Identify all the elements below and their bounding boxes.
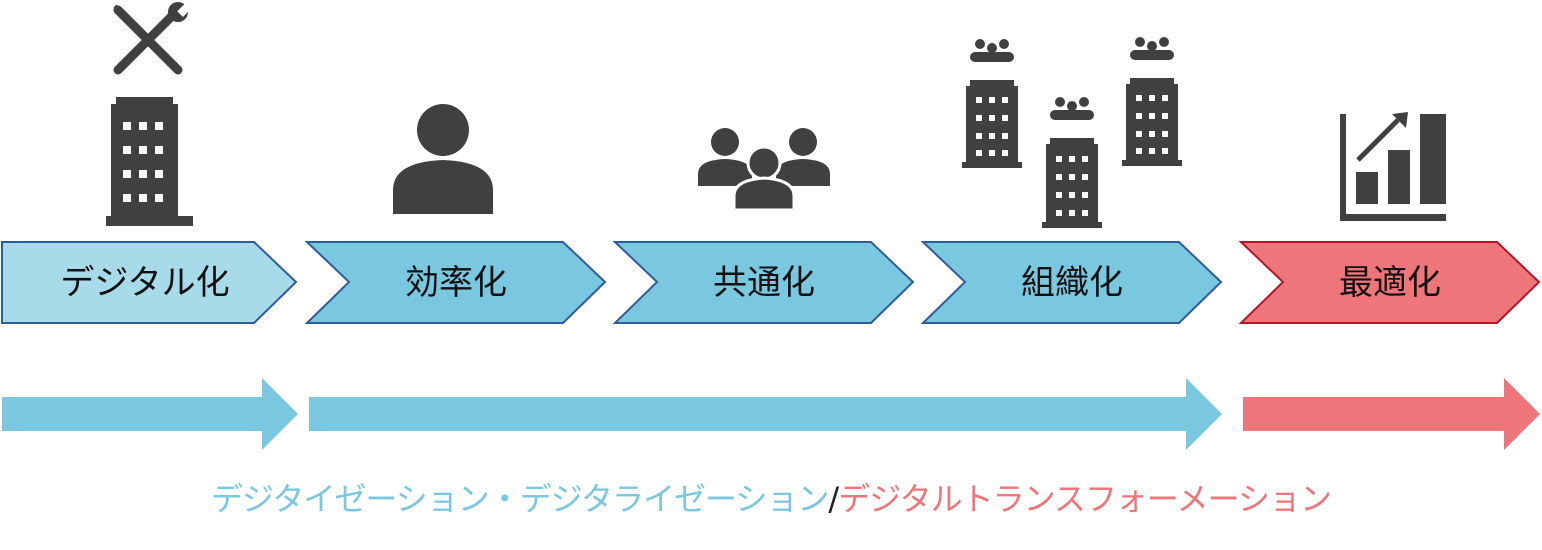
step-chevrons: デジタル化 効率化 共通化 組織化 最適化	[1, 241, 1541, 324]
step-digitalization: デジタル化	[1, 241, 298, 324]
step-organization: 組織化	[920, 241, 1223, 324]
flow-arrow-digitization	[2, 378, 298, 450]
step-shape	[304, 241, 607, 324]
caption-digitization-term: デジタイゼーション・デジタライゼーション	[210, 480, 829, 518]
person-icon	[393, 104, 493, 214]
step-shape	[1238, 241, 1541, 324]
caption-separator: /	[828, 480, 839, 518]
step-shape	[1, 241, 298, 324]
caption-transformation-term: デジタルトランスフォーメーション	[838, 480, 1332, 518]
flow-arrow-transformation	[1243, 378, 1540, 450]
tools-building-icon	[106, 2, 193, 226]
step-efficiency: 効率化	[304, 241, 607, 324]
flow-arrow-digitalization	[309, 378, 1222, 450]
step-label: 効率化	[405, 263, 507, 303]
step-label: デジタル化	[60, 263, 229, 303]
people-group-icon	[698, 128, 830, 212]
step-label: 組織化	[1021, 263, 1123, 303]
step-label: 共通化	[713, 263, 815, 303]
office-building-icon	[106, 97, 193, 226]
wrench-screwdriver-icon	[113, 2, 192, 75]
step-shape	[612, 241, 915, 324]
flow-arrows	[2, 378, 1540, 450]
step-shape	[920, 241, 1223, 324]
step-optimization: 最適化	[1238, 241, 1541, 324]
growth-chart-icon	[1340, 112, 1446, 221]
organization-buildings-icon	[962, 37, 1182, 228]
step-standardization: 共通化	[612, 241, 915, 324]
step-label: 最適化	[1339, 263, 1441, 303]
caption: デジタイゼーション・デジタライゼーション/デジタルトランスフォーメーション	[0, 474, 1542, 520]
